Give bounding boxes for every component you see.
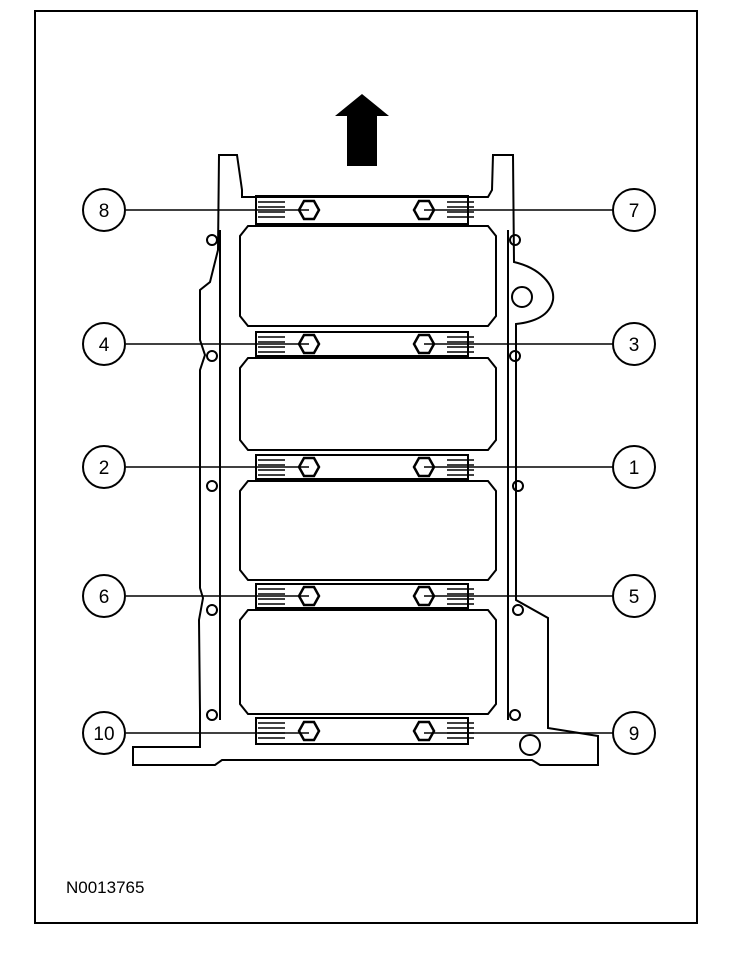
callout-4	[82, 322, 126, 366]
callout-number: 8	[99, 201, 110, 222]
side-rails	[219, 230, 509, 720]
callout-10	[82, 711, 126, 755]
callout-number: 7	[629, 201, 640, 222]
hex-bolts	[297, 199, 436, 742]
callout-7	[612, 188, 656, 232]
callout-number: 1	[629, 458, 640, 479]
callout-labels: 8 7 4 3 2 1 6 5 10 9	[93, 201, 639, 745]
callout-1	[612, 445, 656, 489]
inner-openings	[239, 225, 497, 715]
block-outline	[132, 154, 599, 766]
callout-number: 4	[99, 335, 110, 356]
callout-number: 6	[99, 587, 110, 608]
main-beams	[255, 195, 469, 745]
leader-lines	[126, 209, 614, 734]
figure-id: N0013765	[66, 878, 145, 897]
arrow-up-icon	[335, 94, 389, 166]
callout-3	[612, 322, 656, 366]
callout-number: 10	[93, 724, 114, 745]
callouts	[82, 188, 656, 755]
hex-bolt-icon	[412, 720, 436, 742]
mounting-holes	[206, 234, 541, 756]
callout-5	[612, 574, 656, 618]
callout-number: 9	[629, 724, 640, 745]
diagram-frame	[34, 10, 698, 924]
callout-9	[612, 711, 656, 755]
callout-number: 3	[629, 335, 640, 356]
hex-bolt-icon	[297, 720, 321, 742]
callout-number: 5	[629, 587, 640, 608]
callout-number: 2	[99, 458, 110, 479]
callout-8	[82, 188, 126, 232]
callout-2	[82, 445, 126, 489]
callout-6	[82, 574, 126, 618]
threaded-studs	[258, 201, 474, 739]
